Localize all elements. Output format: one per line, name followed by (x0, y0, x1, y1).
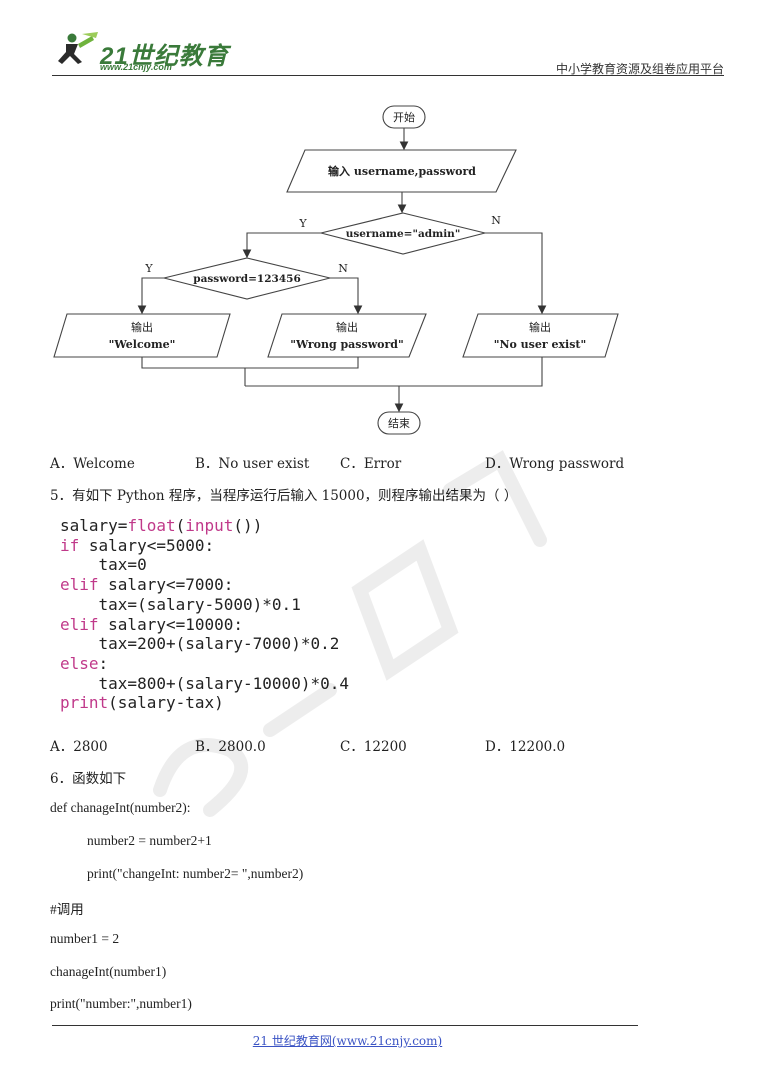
code-text: tax=200+(salary-7000)*0.2 (98, 634, 340, 654)
code-text: tax=800+(salary-10000)*0.4 (98, 673, 349, 693)
code-text: : (98, 653, 109, 673)
flow-n2: N (338, 262, 348, 275)
code-text: tax=(salary-5000)*0.1 (98, 594, 301, 614)
code-line: elif salary<=10000: (60, 615, 349, 635)
code-keyword: input (185, 516, 234, 535)
flow-decision2-shape (163, 257, 331, 300)
flow-output2-shape (267, 313, 427, 358)
code-text: salary<=5000: (79, 535, 215, 555)
code-keyword: if (60, 535, 80, 555)
q4-option-b: B．No user exist (195, 456, 310, 472)
q6-line: print("number:",number1) (50, 996, 192, 1011)
flow-output3-value: "No user exist" (494, 338, 587, 351)
code-text: (salary-tax) (108, 693, 224, 713)
code-indent (60, 555, 99, 574)
header-platform-title: 中小学教育资源及组卷应用平台 (555, 62, 724, 76)
code-line: elif salary<=7000: (60, 575, 349, 595)
flow-output2-value: "Wrong password" (290, 338, 403, 351)
flow-start-label: 开始 (393, 110, 415, 124)
code-keyword: else (60, 653, 99, 673)
q6-line: chanageInt(number1) (50, 964, 167, 979)
q6-line: number1 = 2 (50, 931, 120, 946)
code-indent (60, 634, 99, 653)
code-line: salary=float(input()) (60, 516, 349, 536)
logo-runner-icon (58, 32, 98, 64)
q6-line: number2 = number2+1 (87, 833, 212, 848)
footer-divider (52, 1025, 638, 1026)
flow-input-label: 输入 username,password (328, 164, 476, 178)
flow-output1-title: 输出 (131, 320, 153, 334)
code-line: print(salary-tax) (60, 693, 349, 713)
q6-line: #调用 (50, 902, 84, 917)
code-text: salary<=7000: (98, 575, 234, 595)
code-text: salary<=10000: (98, 614, 244, 634)
code-keyword: elif (60, 575, 99, 595)
flow-decision1-label: username="admin" (346, 228, 461, 240)
flow-output3-shape (462, 313, 619, 358)
code-indent (60, 595, 99, 614)
code-line: tax=(salary-5000)*0.1 (60, 595, 349, 615)
q5-option-a: A．2800 (50, 739, 108, 755)
flow-y2: Y (144, 262, 153, 275)
code-text: tax=0 (98, 555, 147, 575)
q4-option-a: A．Welcome (50, 456, 135, 472)
logo-text: 21世纪教育 (100, 43, 229, 70)
code-line: if salary<=5000: (60, 536, 349, 556)
flow-output3-title: 输出 (529, 320, 551, 334)
q5-stem: 5．有如下 Python 程序，当程序运行后输入 15000，则程序输出结果为（… (50, 488, 518, 504)
code-text: ()) (233, 516, 263, 535)
flow-input-shape (286, 149, 517, 193)
footer-link[interactable]: 21 世纪教育网(www.21cnjy.com) (252, 1034, 443, 1048)
flow-output2-title: 输出 (336, 320, 358, 334)
code-keyword: elif (60, 614, 99, 634)
q5-option-d: D．12200.0 (485, 739, 566, 755)
code-indent (60, 674, 99, 693)
code-keyword: print (60, 693, 109, 713)
flow-output1-value: "Welcome" (109, 338, 176, 351)
q5-option-b: B．2800.0 (195, 739, 266, 755)
login-flowchart: 开始 输入 username,password username="admin"… (53, 105, 619, 435)
code-line: tax=200+(salary-7000)*0.2 (60, 634, 349, 654)
code-line: tax=0 (60, 555, 349, 575)
code-line: tax=800+(salary-10000)*0.4 (60, 674, 349, 694)
q4-option-c: C．Error (340, 456, 402, 472)
code-text: salary= (60, 516, 128, 535)
header-divider (52, 75, 724, 76)
flow-n1: N (491, 214, 501, 227)
code-text: ( (175, 516, 186, 535)
q6-line: print("changeInt: number2= ",number2) (87, 866, 304, 881)
q5-option-c: C．12200 (340, 739, 407, 755)
logo-url: www.21cnjy.com (100, 62, 172, 72)
q6-line: def chanageInt(number2): (50, 800, 191, 815)
q4-option-d: D．Wrong password (485, 456, 625, 472)
code-keyword: float (127, 516, 176, 535)
q5-code-block: salary=float(input())if salary<=5000: ta… (60, 516, 349, 713)
flow-decision2-label: password=123456 (193, 273, 301, 285)
flow-y1: Y (298, 217, 307, 230)
flow-end-label: 结束 (388, 417, 410, 430)
code-line: else: (60, 654, 349, 674)
flow-decision1-shape (320, 212, 486, 255)
q6-stem: 6．函数如下 (50, 771, 127, 787)
flow-output1-shape (53, 313, 231, 358)
